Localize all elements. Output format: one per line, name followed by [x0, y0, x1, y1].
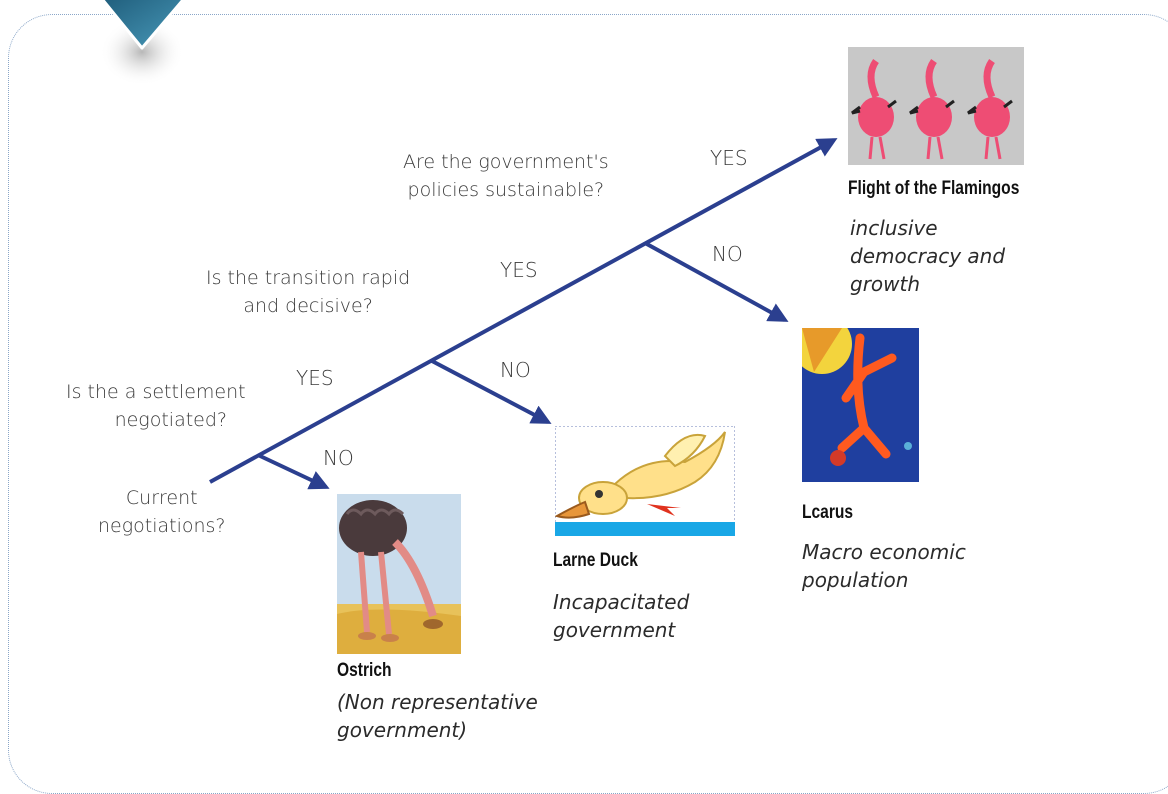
- outcome-desc-flamingo: inclusive democracy and growth: [850, 214, 1005, 298]
- yes-label-3: YES: [710, 146, 748, 170]
- outcome-title-duck: Larne Duck: [553, 550, 638, 571]
- icarus-image: [802, 328, 919, 482]
- desc-line: Incapacitated: [553, 590, 690, 614]
- desc-line: inclusive: [850, 216, 938, 240]
- question-settlement: Is the a settlement negotiated?: [66, 378, 246, 434]
- ostrich-image: [337, 494, 461, 654]
- trunk-arrow: [209, 138, 838, 484]
- question-transition: Is the transition rapid and decisive?: [206, 264, 410, 320]
- desc-line: government: [553, 618, 676, 642]
- desc-line: (Non representative: [337, 690, 538, 714]
- flamingo-image: [848, 47, 1024, 165]
- yes-label-2: YES: [500, 258, 538, 282]
- no1-arrow: [257, 453, 330, 490]
- question-line: negotiations?: [98, 515, 226, 537]
- outcome-desc-icarus: Macro economic population: [802, 538, 966, 594]
- question-policies: Are the government's policies sustainabl…: [403, 148, 609, 204]
- outcome-title-ostrich: Ostrich: [337, 660, 392, 681]
- desc-line: democracy and: [850, 244, 1006, 268]
- no-label-2: NO: [500, 358, 531, 382]
- duck-image: [555, 426, 735, 536]
- desc-line: growth: [850, 272, 921, 296]
- no-label-1: NO: [323, 446, 354, 470]
- no2-arrow: [431, 359, 552, 424]
- question-line: Are the government's: [403, 151, 609, 173]
- badge-icon: [100, 0, 185, 86]
- question-line: Is the transition rapid: [206, 267, 411, 289]
- desc-line: population: [802, 568, 909, 592]
- outcome-desc-duck: Incapacitated government: [553, 588, 689, 644]
- yes-label-1: YES: [296, 366, 334, 390]
- question-line: policies sustainable?: [407, 179, 605, 201]
- decision-tree: [209, 138, 838, 490]
- outcome-title-flamingo: Flight of the Flamingos: [848, 178, 1020, 199]
- question-current-negotiations: Current negotiations?: [98, 484, 226, 540]
- outcome-title-icarus: Lcarus: [802, 502, 854, 523]
- question-line: Current: [125, 487, 198, 509]
- no3-arrow: [644, 241, 789, 322]
- question-line: and decisive?: [243, 295, 373, 317]
- question-line: Is the a settlement: [66, 381, 246, 403]
- question-line: negotiated?: [114, 409, 227, 431]
- desc-line: Macro economic: [802, 540, 966, 564]
- outcome-desc-ostrich: (Non representative government): [337, 688, 538, 744]
- desc-line: government): [337, 718, 468, 742]
- no-label-3: NO: [712, 242, 743, 266]
